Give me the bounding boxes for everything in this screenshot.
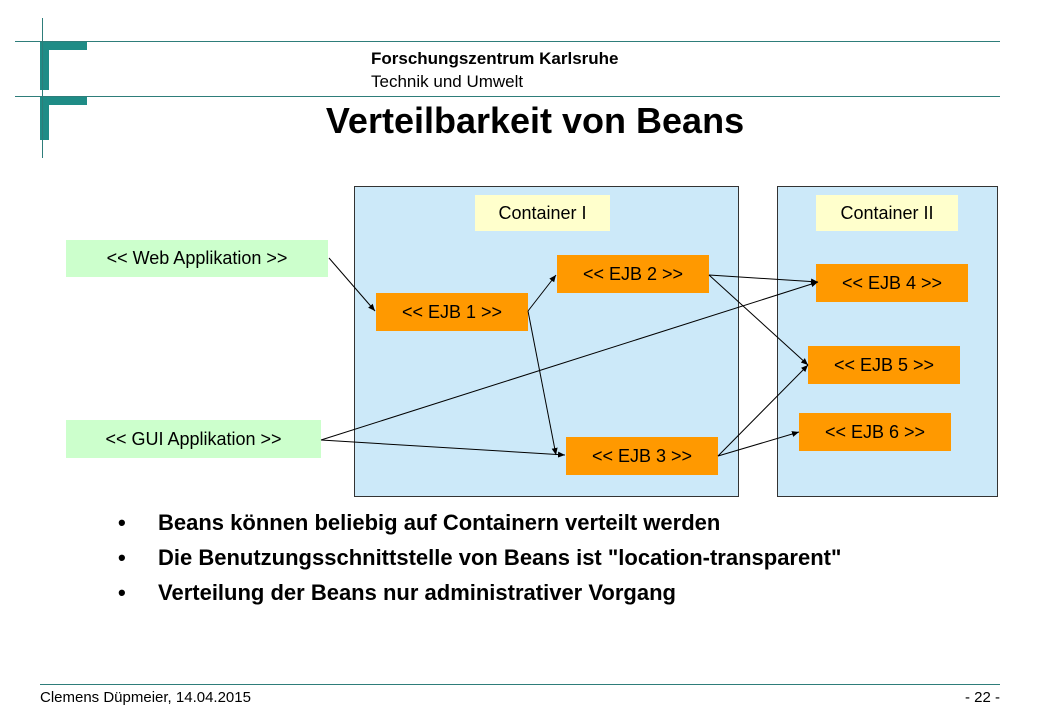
arrow-gui-to-ejb3 (320, 439, 566, 458)
ejb-1-box: << EJB 1 >> (376, 293, 528, 331)
bullet-item: • Verteilung der Beans nur administrativ… (118, 580, 858, 605)
ejb-3-box: << EJB 3 >> (566, 437, 718, 475)
bullet-dot: • (118, 510, 126, 535)
org-subtitle: Technik und Umwelt (371, 72, 524, 91)
web-application-box: << Web Applikation >> (66, 240, 328, 277)
arrow-ejb1-to-ejb2 (527, 274, 557, 312)
arrow-web-to-ejb1 (328, 257, 376, 312)
arrow-ejb2-to-ejb4 (708, 274, 819, 285)
gui-application-box: << GUI Applikation >> (66, 420, 321, 458)
bullet-text: Beans können beliebig auf Containern ver… (158, 510, 721, 535)
bullet-dot: • (118, 580, 126, 605)
bullet-text: Die Benutzungsschnittstelle von Beans is… (158, 545, 842, 570)
bullet-item: • Die Benutzungsschnittstelle von Beans … (118, 545, 858, 570)
footer-page-number: - 22 - (964, 689, 1000, 706)
arrow-ejb3-to-ejb5 (717, 364, 809, 457)
ejb-5-box: << EJB 5 >> (808, 346, 960, 384)
bullet-dot: • (118, 545, 126, 570)
bullet-item: • Beans können beliebig auf Containern v… (118, 510, 858, 535)
ejb-6-box: << EJB 6 >> (799, 413, 951, 451)
header-rule-bottom (15, 96, 1000, 97)
slide-title: Verteilbarkeit von Beans (325, 100, 745, 141)
header-rule-vertical (42, 18, 43, 158)
header-rule-top (15, 41, 1000, 42)
bullet-text: Verteilung der Beans nur administrativer… (158, 580, 676, 605)
ejb-2-box: << EJB 2 >> (557, 255, 709, 293)
container-i-label: Container I (475, 195, 610, 231)
logo-bar-bottom-horizontal (40, 96, 87, 105)
footer-rule (40, 684, 1000, 685)
logo-bar-top-vertical (40, 41, 49, 90)
ejb-4-box: << EJB 4 >> (816, 264, 968, 302)
logo-bar-bottom-vertical (40, 96, 49, 140)
bullet-list: • Beans können beliebig auf Containern v… (118, 510, 858, 615)
container-ii-label: Container II (816, 195, 958, 231)
logo-bar-top-horizontal (40, 41, 87, 50)
arrow-ejb3-to-ejb6 (717, 431, 800, 457)
arrow-ejb1-to-ejb3 (527, 310, 558, 456)
org-name: Forschungszentrum Karlsruhe (371, 49, 619, 68)
arrow-gui-to-ejb4 (320, 281, 819, 441)
footer-author-date: Clemens Düpmeier, 14.04.2015 (40, 689, 251, 706)
arrow-ejb2-to-ejb5 (708, 274, 809, 366)
